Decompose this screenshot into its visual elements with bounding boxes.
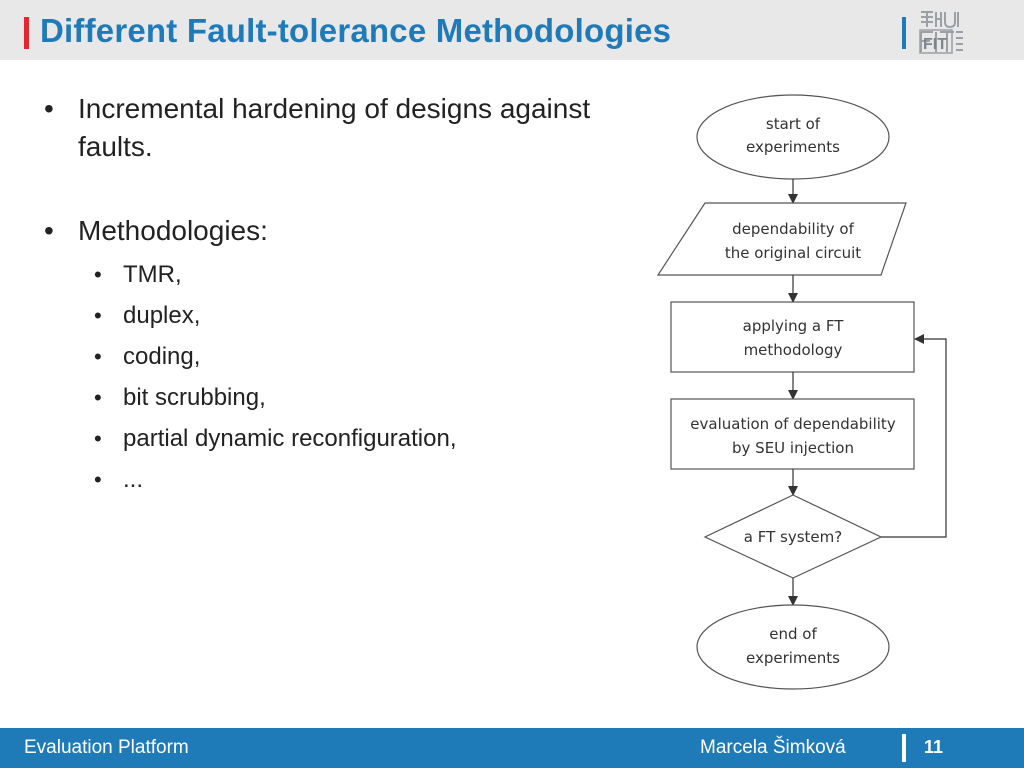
end-label-1: end of: [769, 625, 817, 643]
sub-bullet-item: TMR,: [42, 254, 622, 295]
evaluate-label-1: evaluation of dependability: [690, 415, 896, 433]
sub-bullet-item: partial dynamic reconfiguration,: [42, 418, 622, 459]
footer-author: Marcela Šimková: [700, 737, 846, 758]
start-label-2: experiments: [746, 138, 840, 156]
sub-bullet-item: duplex,: [42, 295, 622, 336]
header-bar: Different Fault-tolerance Methodologies …: [0, 0, 1024, 60]
start-label-1: start of: [766, 115, 821, 133]
title-accent-bar: [24, 17, 29, 49]
slide-title: Different Fault-tolerance Methodologies: [40, 12, 672, 49]
slide-content: Incremental hardening of designs against…: [0, 60, 1024, 728]
decision-label: a FT system?: [744, 528, 842, 546]
end-label-2: experiments: [746, 649, 840, 667]
apply-label-1: applying a FT: [743, 317, 845, 335]
input-node: [656, 202, 907, 276]
input-label-2: the original circuit: [725, 244, 861, 262]
footer-presentation-title: Evaluation Platform: [24, 737, 189, 758]
evaluate-label-2: by SEU injection: [732, 439, 854, 457]
fit-logo: FIT: [918, 8, 964, 54]
sub-bullet-item: ...: [42, 459, 622, 500]
sub-bullet-item: bit scrubbing,: [42, 377, 622, 418]
footer-bar: Evaluation Platform Marcela Šimková 11: [0, 728, 1024, 768]
apply-label-2: methodology: [744, 341, 843, 359]
arrow-loop-back: [881, 334, 947, 538]
page-number: 11: [924, 737, 944, 757]
header-separator: [902, 17, 906, 49]
sub-bullet-list: TMR, duplex, coding, bit scrubbing, part…: [42, 254, 622, 500]
flowchart: start of experiments dependability of th…: [650, 90, 960, 710]
end-node: [696, 604, 890, 690]
logo-text: FIT: [923, 36, 947, 53]
evaluate-node: [670, 398, 915, 470]
footer-separator: [902, 734, 906, 762]
sub-bullet-item: coding,: [42, 336, 622, 377]
bullet-item: Incremental hardening of designs against…: [42, 90, 602, 166]
apply-node: [670, 301, 915, 373]
bullet-list: Incremental hardening of designs against…: [42, 90, 622, 500]
bullet-item: Methodologies:: [42, 212, 622, 250]
input-label-1: dependability of: [732, 220, 854, 238]
start-node: [696, 94, 890, 180]
